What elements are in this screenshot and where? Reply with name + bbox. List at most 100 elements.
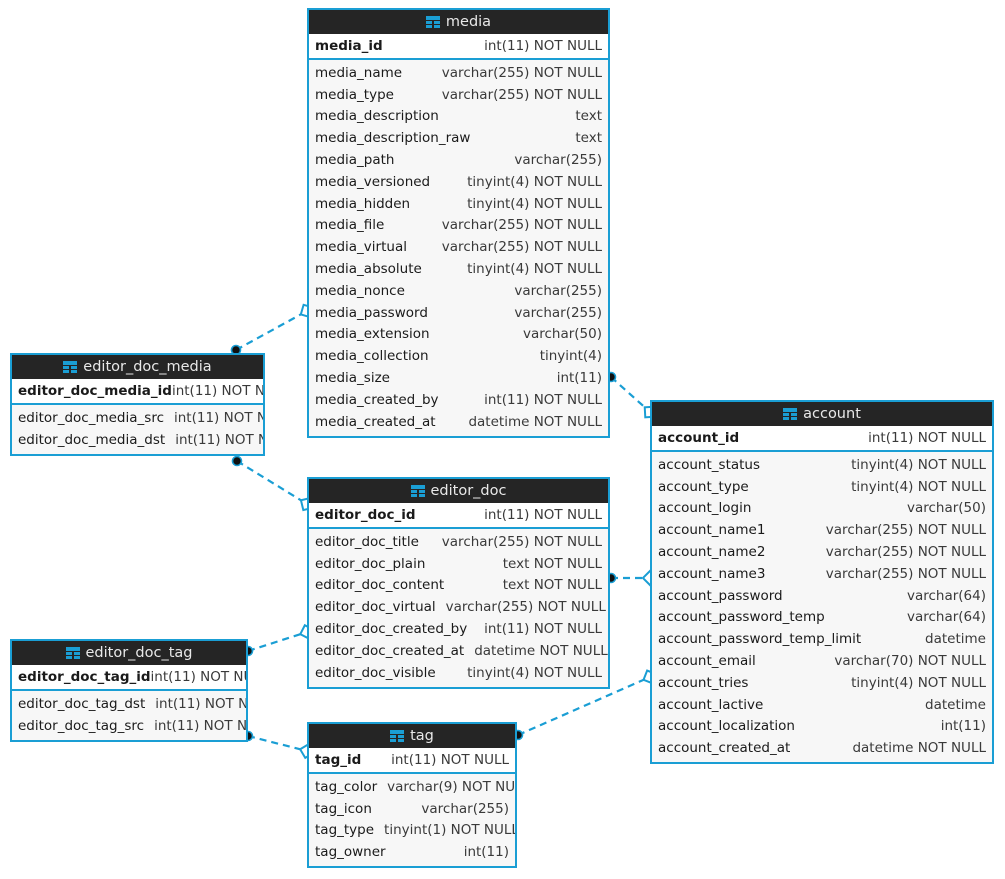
rel-editor-doc-tag-to-tag[interactable] (242, 730, 316, 760)
column-type: varchar(255) NOT NULL (441, 239, 602, 256)
column-type: tinyint(4) NOT NULL (467, 261, 602, 278)
column-name: media_description_raw (315, 130, 471, 147)
column-type: text (575, 130, 602, 147)
rel-editor-doc-media-to-media[interactable] (230, 303, 315, 356)
column-name: account_password_temp (658, 609, 825, 626)
table-header-editor_doc_media[interactable]: editor_doc_media (12, 355, 263, 379)
relationship-line (235, 310, 308, 351)
table-name: editor_doc (430, 483, 507, 499)
table-name: account (803, 406, 861, 422)
table-header-editor_doc[interactable]: editor_doc (309, 479, 608, 503)
column-name: account_localization (658, 718, 795, 735)
table-header-editor_doc_tag[interactable]: editor_doc_tag (12, 641, 246, 665)
column-row[interactable]: account_password_temp varchar(64) (652, 607, 992, 629)
relationship-line (236, 460, 308, 505)
column-name: media_description (315, 108, 439, 125)
column-name: account_tries (658, 674, 749, 691)
column-name: media_created_by (315, 391, 439, 408)
table-header-account[interactable]: account (652, 402, 992, 426)
table-icon (410, 485, 425, 497)
column-type: int(11) NOT NULL (391, 752, 509, 768)
table-header-media[interactable]: media (309, 10, 608, 34)
column-type: int(11) NOT NULL (484, 38, 602, 54)
rel-editor-doc-tag-to-editor-doc[interactable] (242, 623, 316, 657)
column-name: tag_color (315, 778, 378, 795)
rel-editor-doc-media-to-editor-doc[interactable] (231, 455, 315, 512)
column-type: int(11) NOT NULL (154, 717, 248, 734)
relationship-source-marker (231, 455, 243, 467)
primary-key-row[interactable]: tag_id int(11) NOT NULL (309, 748, 515, 774)
table-header-tag[interactable]: tag (309, 724, 515, 748)
column-name: account_status (658, 456, 761, 473)
column-type: varchar(255) NOT NULL (825, 565, 986, 582)
column-type: tinyint(4) NOT NULL (467, 173, 602, 190)
column-type: varchar(255) (514, 152, 602, 169)
column-type: int(11) NOT NULL (155, 695, 248, 712)
rel-media-to-account[interactable] (605, 371, 657, 419)
table-icon (425, 16, 440, 28)
column-row[interactable]: media_description_raw text (309, 127, 608, 149)
column-name: editor_doc_id (315, 507, 416, 523)
column-type: varchar(64) (906, 609, 986, 626)
relationship-line (610, 376, 651, 413)
column-name: tag_id (315, 752, 362, 768)
column-type: text NOT NULL (502, 577, 602, 594)
